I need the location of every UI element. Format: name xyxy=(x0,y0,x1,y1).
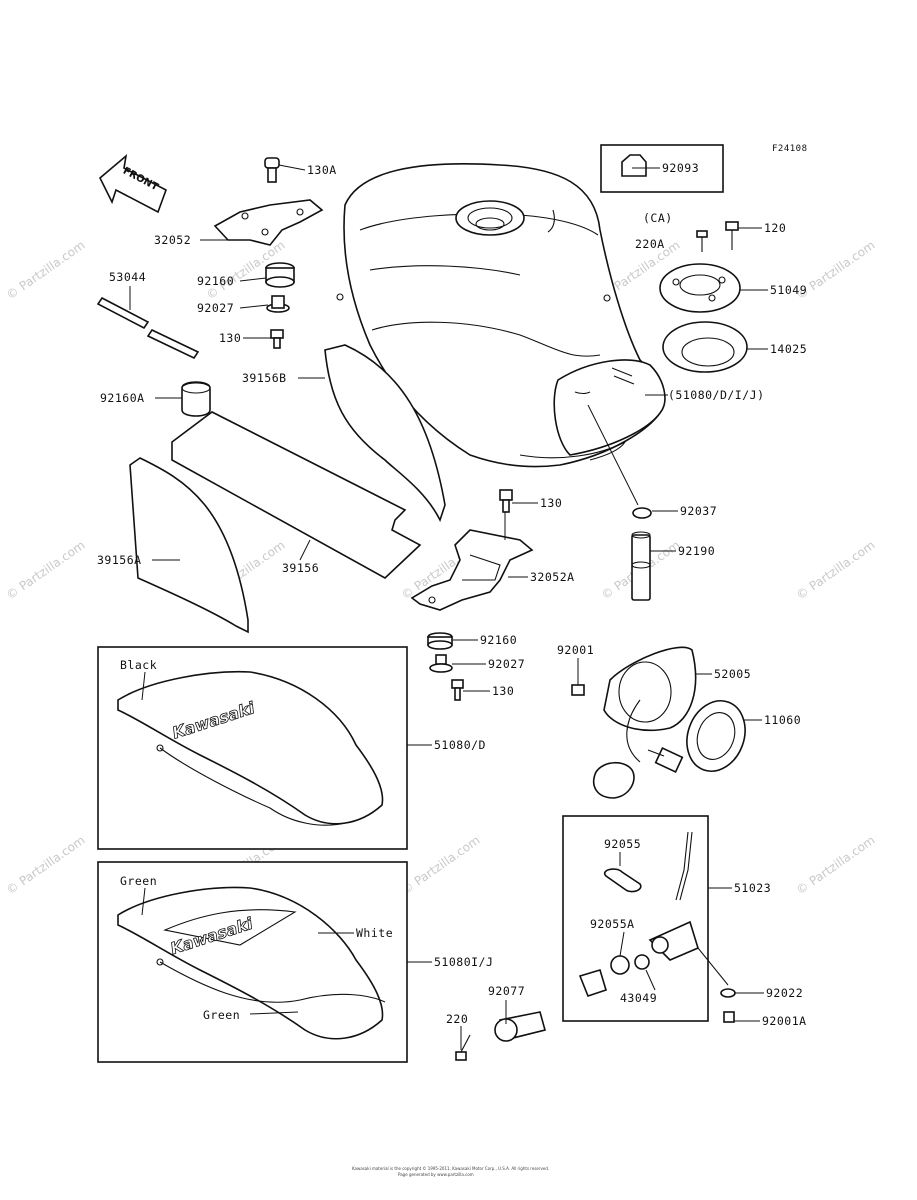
part-label: 51023 xyxy=(734,881,771,895)
hose-92190 xyxy=(631,507,652,601)
part-label: 92055 xyxy=(604,837,641,851)
ring-14025 xyxy=(662,321,748,373)
bracket-32052 xyxy=(213,157,324,246)
footer: Kawasaki material is the copyright © 199… xyxy=(352,1166,549,1177)
part-label: 51049 xyxy=(770,283,807,297)
part-label: 92190 xyxy=(678,544,715,558)
part-label: 92055A xyxy=(590,917,635,931)
fuel-pump-52005 xyxy=(571,646,697,799)
part-label: 11060 xyxy=(764,713,801,727)
front-arrow: FRONT xyxy=(99,153,167,214)
part-label: 120 xyxy=(764,221,786,235)
part-label: (51080/D/I/J) xyxy=(668,388,765,402)
part-label: 92001A xyxy=(762,1014,807,1028)
color-labels: Black Green White Green xyxy=(120,658,393,1022)
part-label: 130 xyxy=(219,331,241,345)
watermark: © Partzilla.com xyxy=(4,538,88,603)
rubber-92160A xyxy=(181,381,211,417)
part-label: 130 xyxy=(540,496,562,510)
color-label-white: White xyxy=(356,926,393,940)
part-label: 220 xyxy=(446,1012,468,1026)
color-label-green: Green xyxy=(120,874,157,888)
watermark: © Partzilla.com xyxy=(399,833,483,898)
part-label: 92077 xyxy=(488,984,525,998)
part-label: 39156A xyxy=(97,553,142,567)
decal-box-black: Kawasaki xyxy=(97,646,408,850)
pad-39156A xyxy=(129,457,249,634)
part-label: 51080I/J xyxy=(434,955,493,969)
part-label: 130 xyxy=(492,684,514,698)
watermark: © Partzilla.com xyxy=(4,238,88,303)
part-label: 92027 xyxy=(197,301,234,315)
part-label: 14025 xyxy=(770,342,807,356)
pad-39156 xyxy=(171,411,422,579)
part-label: 32052A xyxy=(530,570,575,584)
part-label: 53044 xyxy=(109,270,146,284)
pad-39156B xyxy=(324,344,446,523)
part-label: 32052 xyxy=(154,233,191,247)
part-label: 92093 xyxy=(662,161,699,175)
part-label: 43049 xyxy=(620,991,657,1005)
part-label: 92001 xyxy=(557,643,594,657)
strip-53044 xyxy=(96,296,200,360)
figure-code: F24108 xyxy=(772,144,808,154)
watermark: © Partzilla.com xyxy=(794,833,878,898)
part-label: 39156 xyxy=(282,561,319,575)
footer-copyright: Kawasaki material is the copyright © 199… xyxy=(352,1166,549,1171)
footer-generated: Page generated by www.partzilla.com xyxy=(398,1172,474,1177)
part-label: 92160A xyxy=(100,391,145,405)
bracket-32052A xyxy=(410,489,534,611)
part-labels: 130A 32052 53044 92160 92027 130 39156B … xyxy=(97,161,807,1028)
part-label: 130A xyxy=(307,163,337,177)
part-label: 92037 xyxy=(680,504,717,518)
part-label: 220A xyxy=(635,237,665,251)
gasket-11060 xyxy=(686,700,746,772)
box-92093 xyxy=(600,144,724,193)
fuel-tank xyxy=(336,163,666,468)
knob-92077 xyxy=(455,969,607,1061)
part-label: 92022 xyxy=(766,986,803,1000)
grommet-stack-mid xyxy=(427,632,464,701)
part-label: 51080/D xyxy=(434,738,486,752)
part-label: 52005 xyxy=(714,667,751,681)
color-label-black: Black xyxy=(120,658,157,672)
part-label: 92160 xyxy=(480,633,517,647)
part-label: 39156B xyxy=(242,371,287,385)
part-label: 92027 xyxy=(488,657,525,671)
watermark: © Partzilla.com xyxy=(794,538,878,603)
color-label-green: Green xyxy=(203,1008,240,1022)
leader-lines xyxy=(129,164,768,1050)
ca-note: (CA) xyxy=(643,211,673,225)
part-label: 92160 xyxy=(197,274,234,288)
screws-220A-120 xyxy=(696,221,739,252)
watermark: © Partzilla.com xyxy=(4,833,88,898)
washer-bolt-right xyxy=(720,988,736,1023)
decal-box-green: Kawasaki xyxy=(97,861,408,1063)
cap-51049 xyxy=(659,263,741,313)
grommet-stack-top xyxy=(265,262,295,349)
